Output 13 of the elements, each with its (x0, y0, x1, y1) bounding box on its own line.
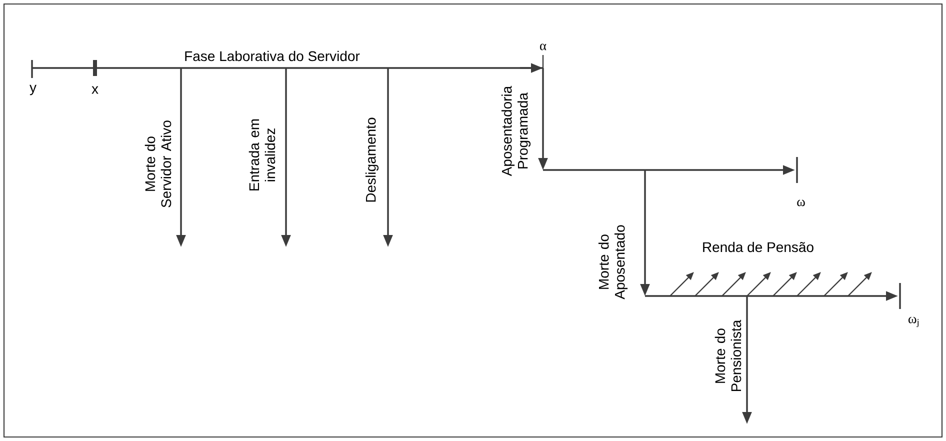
phase-title: Fase Laborativa do Servidor (185, 50, 360, 62)
annuity-label: Renda de Pensão (703, 242, 814, 252)
event-label: Morte do Pensionista (714, 320, 742, 392)
event-label: Morte do Aposentado (598, 225, 628, 300)
axis-symbol: ω$_{j}$ (908, 316, 919, 328)
event-label: Desligamento (365, 118, 379, 202)
axis-symbol: y (30, 84, 36, 96)
event-label: Aposentadoria Programada (501, 86, 531, 176)
event-label: Entrada em invalidez (248, 119, 276, 190)
axis-symbol: ω (797, 200, 805, 206)
axis-symbol: x (92, 86, 98, 94)
axis-symbol: α (540, 44, 546, 50)
event-label: Morte do Servidor Ativo (144, 120, 172, 208)
